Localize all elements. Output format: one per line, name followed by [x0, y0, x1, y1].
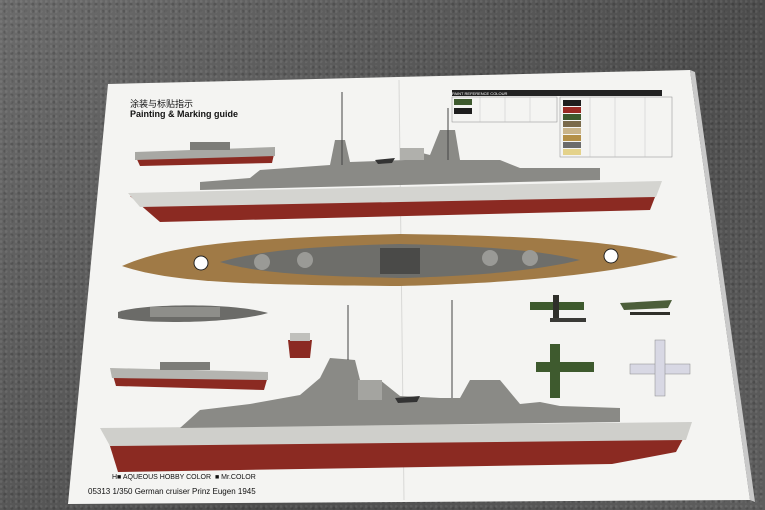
seaplane-bottom-view — [629, 339, 691, 397]
motorboat-side-view-lower — [110, 362, 268, 390]
boat-front-view — [288, 333, 312, 358]
legend-hobby-color: H■ AQUEOUS HOBBY COLOR — [112, 474, 212, 481]
motorboat-top-view — [118, 305, 268, 323]
seaplane-top-view-1 — [530, 295, 586, 322]
paint-reference-table — [451, 90, 673, 158]
kit-caption: 05313 1/350 German cruiser Prinz Eugen 1… — [88, 487, 256, 496]
ship-side-view-lower — [100, 300, 692, 472]
paint-table-title: PAINT REFERENCE COLOUR — [452, 91, 508, 96]
paper-shadow — [690, 70, 755, 502]
ship-top-view — [122, 234, 678, 286]
guide-title-chinese: 涂装与标贴指示 — [130, 99, 194, 109]
legend-mr-color: ■ Mr.COLOR — [215, 474, 256, 481]
motorboat-side-view — [135, 142, 275, 166]
seaplane-side-view — [620, 300, 672, 315]
guide-title: Painting & Marking guide — [130, 109, 239, 119]
seaplane-top-view-2 — [536, 344, 594, 398]
ship-side-view-upper — [128, 92, 662, 222]
